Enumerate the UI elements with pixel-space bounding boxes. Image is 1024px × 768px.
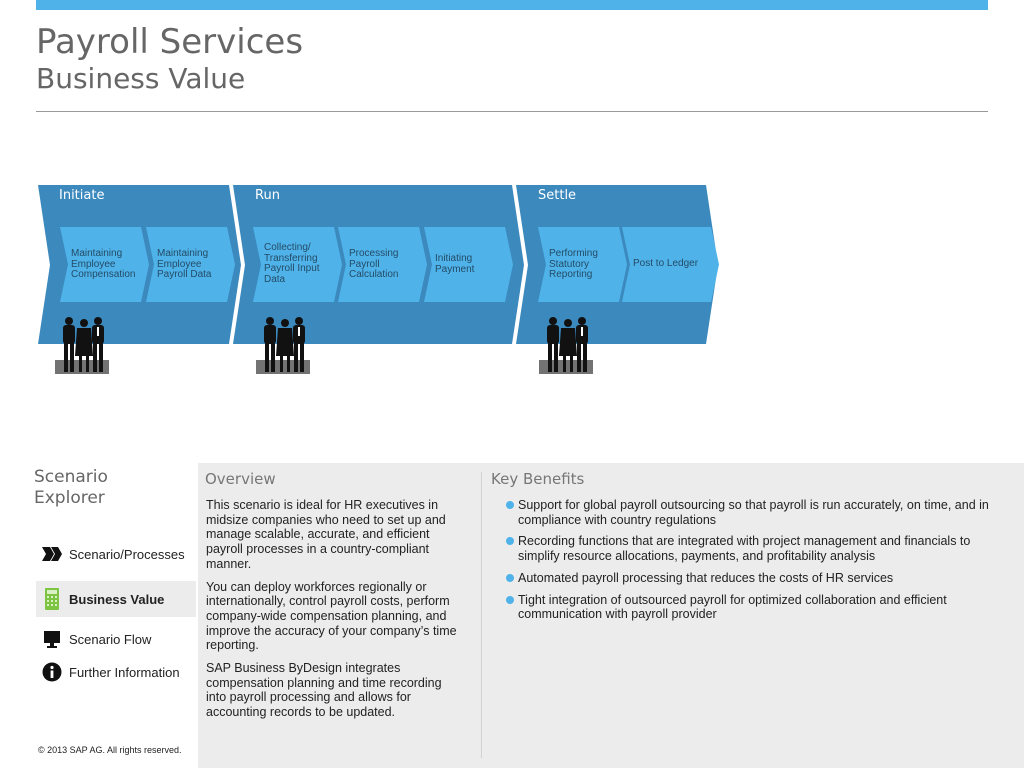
phase-label-settle: Settle — [538, 188, 577, 203]
bullet-dot-icon — [506, 595, 514, 604]
people-figure-settle — [539, 316, 593, 374]
step-shape-2 — [146, 227, 235, 302]
benefit-item: Tight integration of outsourced payroll … — [505, 593, 995, 622]
chevrons-icon — [42, 543, 62, 565]
overview-heading: Overview — [205, 470, 276, 488]
content-panel — [198, 463, 1024, 768]
benefit-item: Support for global payroll outsourcing s… — [505, 498, 995, 527]
benefit-text: Recording functions that are integrated … — [518, 534, 971, 564]
bullet-dot-icon — [506, 573, 514, 582]
monitor-icon — [42, 628, 62, 650]
phase-label-run: Run — [255, 188, 280, 203]
process-diagram: Initiate Run Settle Maintaining Employee… — [38, 185, 719, 374]
calculator-icon — [42, 588, 62, 610]
step-shape-7 — [622, 227, 719, 302]
benefit-text: Tight integration of outsourced payroll … — [518, 592, 947, 622]
people-silhouettes — [547, 317, 588, 372]
benefit-item: Automated payroll processing that reduce… — [505, 571, 995, 586]
step-shape-4 — [338, 227, 427, 302]
nav-label: Scenario Flow — [69, 631, 152, 647]
scenario-explorer-title-line1: Scenario — [34, 467, 108, 487]
step-shape-1 — [60, 227, 149, 302]
step-shape-3 — [253, 227, 342, 302]
people-silhouettes — [264, 317, 305, 372]
step-label-maintaining-compensation: Maintaining Employee Compensation — [71, 248, 136, 280]
page-subtitle: Business Value — [36, 62, 246, 95]
people-figure-run — [256, 316, 310, 374]
overview-paragraph: This scenario is ideal for HR executives… — [206, 498, 446, 571]
step-shape-5 — [424, 227, 513, 302]
step-label-processing-calculation: Processing Payroll Calculation — [349, 248, 399, 280]
overview-paragraph: You can deploy workforces regionally or … — [206, 579, 457, 653]
bullet-dot-icon — [506, 537, 514, 546]
copyright-text: © 2013 SAP AG. All rights reserved. — [38, 745, 182, 755]
benefit-item: Recording functions that are integrated … — [505, 534, 995, 563]
benefit-text: Automated payroll processing that reduce… — [518, 570, 894, 585]
panel-divider — [481, 472, 482, 758]
nav-scenario-flow[interactable]: Scenario Flow — [36, 621, 196, 657]
step-label-post-to-ledger: Post to Ledger — [633, 258, 699, 269]
key-benefits-heading: Key Benefits — [491, 470, 585, 488]
step-label-initiating-payment: Initiating Payment — [435, 253, 475, 275]
key-benefits-list: Support for global payroll outsourcing s… — [505, 498, 995, 629]
scenario-explorer-title-line2: Explorer — [34, 488, 105, 508]
title-divider — [36, 111, 988, 112]
nav-label: Business Value — [69, 591, 165, 607]
info-icon — [42, 661, 62, 683]
bullet-dot-icon — [506, 501, 514, 509]
nav-business-value[interactable]: Business Value — [36, 581, 196, 617]
overview-paragraph: SAP Business ByDesign integrates compens… — [206, 661, 442, 720]
nav-label: Scenario/Processes — [69, 546, 185, 562]
process-diagram-shapes — [38, 185, 719, 344]
phase-label-initiate: Initiate — [59, 188, 105, 203]
nav-scenario-processes[interactable]: Scenario/Processes — [36, 536, 196, 572]
step-label-collecting-input: Collecting/ Transferring Payroll Input D… — [264, 242, 320, 285]
benefit-text: Support for global payroll outsourcing s… — [518, 498, 989, 527]
step-label-statutory-reporting: Performing Statutory Reporting — [549, 248, 598, 280]
people-silhouettes — [63, 317, 104, 372]
step-shape-6 — [538, 227, 627, 302]
scenario-explorer-title: Scenario Explorer — [34, 467, 108, 509]
overview-text: This scenario is ideal for HR executives… — [206, 498, 464, 728]
people-figure-initiate — [55, 316, 109, 374]
step-label-maintaining-payroll-data: Maintaining Employee Payroll Data — [157, 248, 212, 280]
nav-further-information[interactable]: Further Information — [36, 654, 196, 690]
nav-label: Further Information — [69, 664, 180, 680]
top-accent-bar — [36, 0, 988, 10]
page-title: Payroll Services — [36, 22, 304, 62]
